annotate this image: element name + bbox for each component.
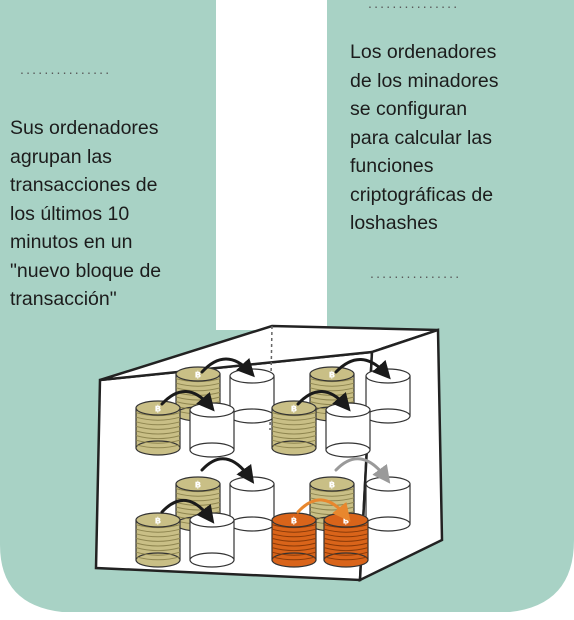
orange-coin-stack-icon: ฿ [271, 512, 317, 568]
svg-text:฿: ฿ [195, 371, 201, 381]
svg-text:฿: ฿ [195, 481, 201, 491]
svg-text:฿: ฿ [329, 481, 335, 491]
empty-coin-stack-icon [229, 368, 275, 424]
curved-arrow-icon [160, 390, 215, 412]
empty-coin-stack-icon [229, 476, 275, 532]
svg-text:฿: ฿ [291, 405, 297, 415]
curved-arrow-icon [200, 457, 255, 484]
empty-coin-stack-icon [189, 512, 235, 568]
curved-arrow-icon [334, 358, 391, 380]
dotted-separator-top-right: ............... [368, 0, 460, 11]
bitcoin-coin-stack-icon: ฿ [271, 400, 317, 456]
left-description: Sus ordenadores agrupan las transaccione… [10, 117, 162, 310]
svg-text:฿: ฿ [155, 405, 161, 415]
svg-text:฿: ฿ [155, 517, 161, 527]
curved-arrow-icon [296, 498, 351, 522]
right-description: Los ordenadores de los minadores se conf… [350, 41, 499, 234]
center-gap [216, 0, 327, 330]
empty-coin-stack-icon [365, 476, 411, 532]
svg-text:฿: ฿ [291, 517, 297, 527]
empty-coin-stack-icon [189, 402, 235, 458]
empty-coin-stack-icon [325, 402, 371, 458]
svg-text:฿: ฿ [329, 371, 335, 381]
empty-coin-stack-icon [365, 368, 411, 424]
curved-arrow-icon [200, 357, 255, 378]
curved-arrow-icon [160, 498, 215, 524]
dotted-separator-right: ............... [370, 265, 462, 281]
bitcoin-coin-stack-icon: ฿ [135, 400, 181, 456]
bitcoin-coin-stack-icon: ฿ [135, 512, 181, 568]
dotted-separator-left: ............... [20, 61, 112, 77]
curved-arrow-icon [296, 390, 351, 412]
svg-text:฿: ฿ [343, 517, 349, 527]
curved-arrow-icon [334, 457, 391, 484]
orange-coin-stack-icon: ฿ [323, 512, 369, 568]
cube-side-face [358, 328, 444, 583]
